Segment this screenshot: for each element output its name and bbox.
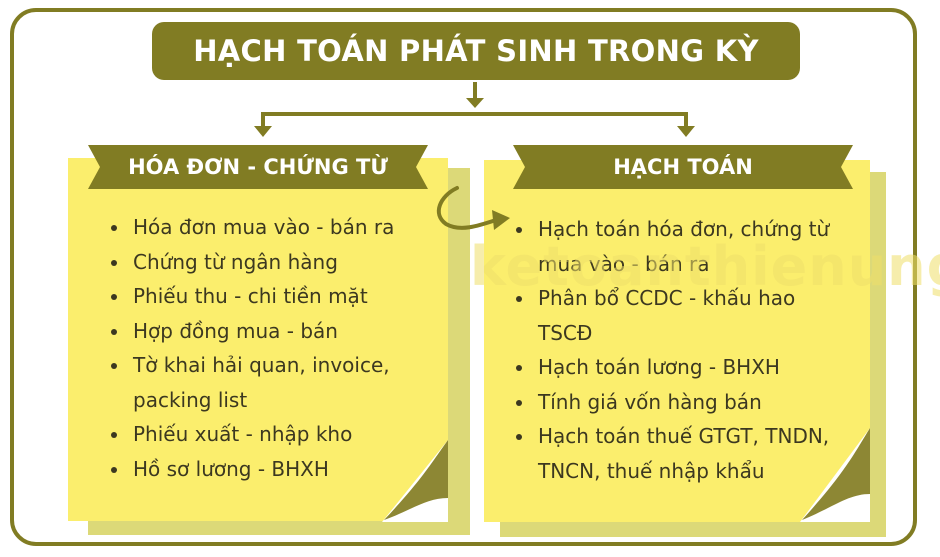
list-item: Tờ khai hải quan, invoice,packing list — [107, 348, 437, 417]
left-ribbon — [88, 145, 428, 189]
title-banner: HẠCH TOÁN PHÁT SINH TRONG KỲ — [152, 22, 800, 80]
left-note — [68, 158, 448, 521]
list-item: Hồ sơ lương - BHXH — [107, 452, 437, 487]
left-page-curl — [382, 440, 448, 522]
list-item: Phiếu xuất - nhập kho — [107, 417, 437, 452]
list-item: Hạch toán thuế GTGT, TNDN,TNCN, thuế nhậ… — [512, 419, 852, 488]
list-item: Hóa đơn mua vào - bán ra — [107, 210, 437, 245]
right-card-heading: HẠCH TOÁN — [613, 155, 753, 179]
right-ribbon — [513, 145, 853, 189]
right-page-curl — [800, 428, 870, 522]
list-item: Phiếu thu - chi tiền mặt — [107, 279, 437, 314]
right-note — [484, 160, 870, 522]
arrow-head-left — [254, 126, 272, 137]
watermark: ketoanthienung — [470, 235, 940, 298]
arrow-head-right — [677, 126, 695, 137]
curved-arrow-head — [492, 210, 510, 230]
diagram-title: HẠCH TOÁN PHÁT SINH TRONG KỲ — [193, 34, 759, 68]
list-item: Chứng từ ngân hàng — [107, 245, 437, 280]
left-card-heading: HÓA ĐƠN - CHỨNG TỪ — [128, 155, 388, 179]
list-item: Hợp đồng mua - bán — [107, 314, 437, 349]
arrow-head-top — [466, 98, 484, 108]
outer-frame — [10, 8, 917, 546]
list-item: Tính giá vốn hàng bán — [512, 385, 852, 420]
list-item: Hạch toán lương - BHXH — [512, 350, 852, 385]
